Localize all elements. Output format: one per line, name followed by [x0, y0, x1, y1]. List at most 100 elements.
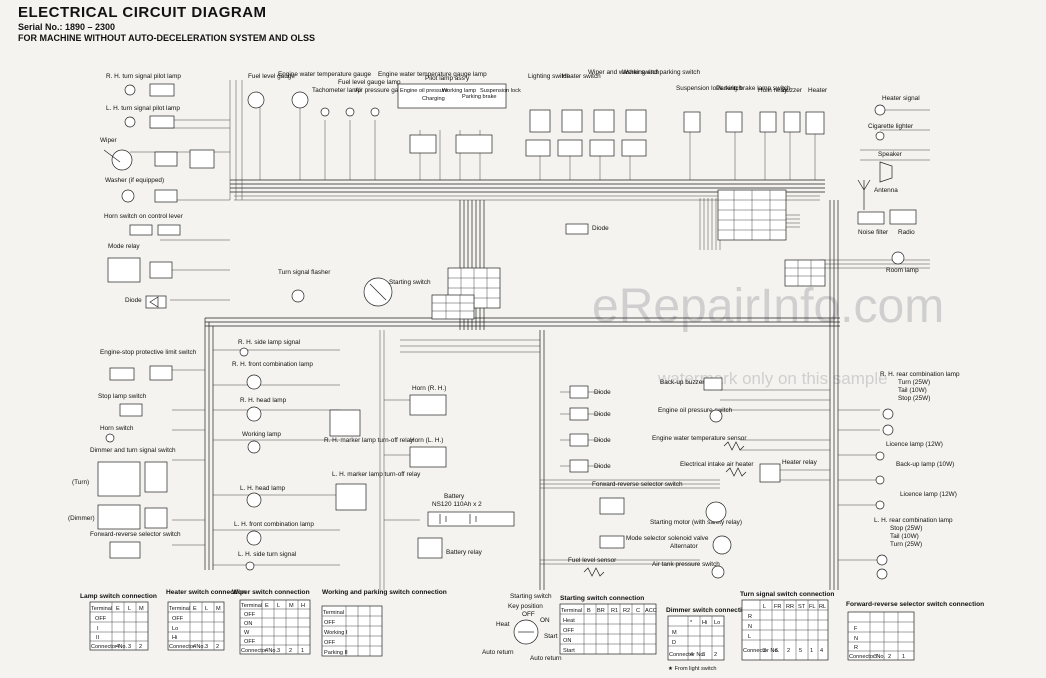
svg-text:Hi: Hi [172, 635, 177, 641]
svg-text:OFF: OFF [324, 640, 336, 646]
washer-motor: Washer (if equipped) [105, 177, 178, 203]
table-working-parking-switch: Working and parking switch connection Te… [321, 589, 447, 657]
svg-text:3: 3 [763, 648, 766, 654]
svg-text:Lo: Lo [172, 626, 178, 632]
svg-text:Wiper: Wiper [100, 137, 118, 144]
svg-text:E: E [265, 603, 269, 609]
svg-text:Turn (25W): Turn (25W) [890, 541, 922, 548]
svg-text:OFF: OFF [244, 612, 256, 618]
svg-text:I: I [97, 626, 99, 632]
svg-text:L: L [763, 604, 766, 610]
svg-text:Parking brake: Parking brake [462, 94, 497, 100]
table-starting-switch: Starting switch connection Terminal B BR… [559, 595, 657, 655]
table-heater-switch: Heater switch connection Terminal E L M … [166, 589, 246, 651]
svg-text:1: 1 [810, 648, 813, 654]
svg-text:Parking brake lamp switch: Parking brake lamp switch [716, 85, 791, 92]
svg-text:Auto return: Auto return [530, 655, 562, 662]
svg-text:4: 4 [193, 644, 196, 650]
svg-text:L: L [277, 603, 280, 609]
svg-text:Diode: Diode [592, 225, 609, 232]
svg-text:M: M [139, 606, 144, 612]
svg-text:Noise filter: Noise filter [858, 229, 889, 236]
svg-text:Starting switch: Starting switch [389, 279, 431, 286]
svg-text:2: 2 [139, 644, 142, 650]
svg-text:OFF: OFF [324, 620, 336, 626]
svg-text:Key position: Key position [508, 603, 543, 610]
svg-text:Heater: Heater [808, 87, 828, 94]
svg-text:Connector No.: Connector No. [241, 648, 278, 654]
svg-text:Lo: Lo [714, 620, 720, 626]
svg-text:Fuel level gauge: Fuel level gauge [248, 73, 295, 80]
suspension-lock-switch: Suspension lock switch [676, 85, 743, 133]
table-fr-selector-switch: Forward-reverse selector switch connecti… [846, 601, 984, 661]
svg-text:Working and parking switch: Working and parking switch [622, 69, 700, 76]
svg-text:Electrical intake air heater: Electrical intake air heater [680, 461, 754, 468]
gauge-lamps: Tachometer lamp Fuel level gauge lamp Ai… [312, 71, 487, 117]
svg-text:2: 2 [289, 648, 292, 654]
engine-oil-pressure-switch: Engine oil pressure switch [658, 407, 733, 423]
svg-text:Charging: Charging [422, 96, 445, 102]
fuel-level-sensor: Fuel level sensor [568, 557, 617, 577]
turn-signal-flasher: Turn signal flasher [278, 269, 331, 303]
svg-text:R. H. marker lamp turn-off rel: R. H. marker lamp turn-off relay [324, 437, 414, 444]
svg-text:N: N [854, 636, 858, 642]
svg-text:Forward-reverse selector switc: Forward-reverse selector switch [592, 481, 683, 488]
table-dimmer-switch: Dimmer switch connection * Hi Lo M D Con… [666, 607, 750, 672]
heater-signal: Heater signal [874, 95, 920, 116]
svg-text:R. H. side lamp signal: R. H. side lamp signal [238, 339, 300, 346]
svg-text:Back-up buzzer: Back-up buzzer [660, 379, 705, 386]
svg-text:Tail (10W): Tail (10W) [890, 533, 919, 540]
heater: Heater [805, 87, 828, 135]
svg-text:Cigarette lighter: Cigarette lighter [868, 123, 914, 130]
horns: Horn (R. H.) Horn (L. H.) [409, 385, 446, 468]
svg-text:4: 4 [690, 652, 693, 658]
svg-text:Start: Start [544, 633, 558, 640]
svg-text:N: N [748, 624, 752, 630]
table-wiper-switch: Wiper switch connection Terminal E L M H… [232, 589, 311, 655]
heater-switch: Heater switch [557, 73, 601, 157]
svg-text:2: 2 [888, 654, 891, 660]
serial-number: Serial No.: 1890 – 2300 [18, 22, 116, 32]
horn-switch: Horn switch [100, 425, 134, 443]
svg-text:BR: BR [597, 608, 605, 614]
svg-text:Radio: Radio [898, 229, 915, 236]
starting-switch: Starting switch [363, 277, 431, 307]
svg-text:R. H. turn signal pilot lamp: R. H. turn signal pilot lamp [106, 73, 181, 80]
svg-text:R. H. head lamp: R. H. head lamp [240, 397, 287, 404]
svg-text:Heat: Heat [496, 621, 510, 628]
svg-text:Mode selector solenoid valve: Mode selector solenoid valve [626, 535, 709, 542]
rear-lamps: R. H. rear combination lamp Turn (25W) T… [874, 371, 960, 580]
svg-text:Parking II: Parking II [324, 650, 348, 656]
svg-text:Starting switch: Starting switch [510, 593, 552, 600]
svg-text:R. H. rear combination lamp: R. H. rear combination lamp [880, 371, 960, 378]
diagram-title: ELECTRICAL CIRCUIT DIAGRAM [18, 4, 267, 21]
svg-text:Mode relay: Mode relay [108, 243, 140, 250]
svg-text:B: B [587, 608, 591, 614]
svg-text:Diode: Diode [594, 411, 611, 418]
svg-text:R. H. front combination lamp: R. H. front combination lamp [232, 361, 313, 368]
watermark-main: eRepairInfo.com [592, 280, 944, 333]
mode-selector-valve: Mode selector solenoid valve [599, 535, 709, 549]
wiper-motor: Wiper [100, 137, 215, 171]
svg-text:Connector No.: Connector No. [91, 644, 128, 650]
svg-text:Horn relay: Horn relay [758, 87, 788, 94]
svg-text:Fuel level gauge lamp: Fuel level gauge lamp [338, 79, 401, 86]
svg-text:OFF: OFF [95, 616, 107, 622]
svg-text:★ From light switch: ★ From light switch [668, 665, 717, 672]
speaker: Speaker [878, 151, 903, 183]
room-lamp: Room lamp [886, 251, 919, 274]
svg-text:Engine water temperature gauge: Engine water temperature gauge lamp [378, 71, 487, 78]
svg-text:Heater signal: Heater signal [882, 95, 920, 102]
svg-text:R1: R1 [611, 608, 618, 614]
svg-text:3: 3 [874, 654, 877, 660]
svg-text:Engine-stop protective limit s: Engine-stop protective limit switch [100, 349, 197, 356]
svg-text:6: 6 [775, 648, 778, 654]
svg-text:Starting motor (with safety re: Starting motor (with safety relay) [650, 519, 742, 526]
table-turn-signal-switch: Turn signal switch connection L FR RR ST… [740, 591, 834, 661]
svg-text:E: E [116, 606, 120, 612]
svg-text:2: 2 [714, 652, 717, 658]
svg-text:Heat: Heat [563, 618, 575, 624]
svg-text:Engine water temperature gauge: Engine water temperature gauge [278, 71, 372, 78]
pilot-lamp-assy: Pilot lamp ass'y Engine oil pressure Cha… [397, 75, 521, 154]
svg-text:Heater relay: Heater relay [782, 459, 818, 466]
